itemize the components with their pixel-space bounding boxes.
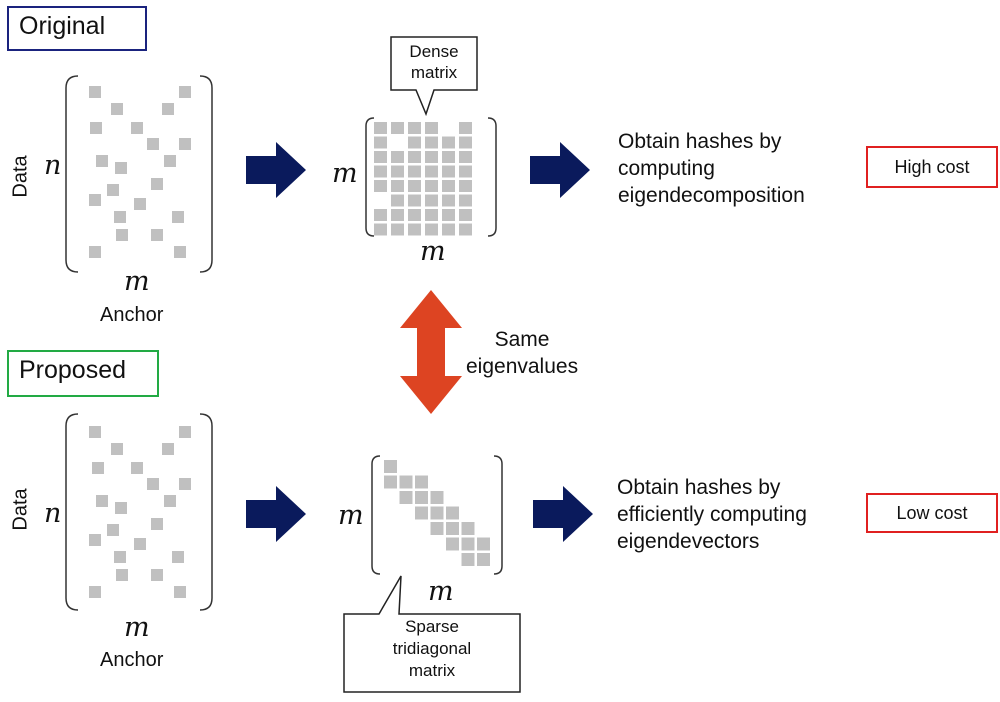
dense-matrix-cell [374, 122, 387, 134]
n-variable-proposed: n [44, 498, 62, 529]
tridiagonal-matrix-cell [430, 506, 444, 520]
data-axis-label-proposed: Data [9, 488, 32, 531]
same-eigenvalues-label: Same eigenvalues [466, 328, 579, 378]
dense-matrix-cell [425, 180, 438, 192]
matrix-cells [384, 460, 490, 566]
dense-matrix-cell [459, 136, 472, 149]
tridiagonal-matrix-cell [446, 522, 459, 535]
matrix-cells [89, 86, 191, 258]
n-variable-original: n [44, 150, 62, 181]
dense-callout-bubble [390, 36, 478, 117]
dense-matrix-cell [408, 180, 421, 192]
dense-matrix-cell [391, 194, 404, 207]
tridiagonal-matrix-cell [399, 475, 413, 489]
flow-arrow-original-1 [246, 142, 306, 198]
dense-matrix-cell [425, 136, 438, 149]
dense-matrix-cell [391, 223, 404, 236]
m-col-variable-dense: m [420, 236, 446, 267]
original-result-text: Obtain hashes by computing eigendecompos… [618, 130, 805, 207]
dense-matrix-cell [408, 136, 421, 149]
m-variable-original: m [124, 266, 150, 297]
dense-matrix-cell [442, 209, 455, 221]
tridiagonal-matrix-cell [430, 522, 444, 535]
tridiagonal-matrix-cell [461, 553, 475, 566]
dense-matrix-cell [391, 151, 404, 163]
dense-matrix-cell [442, 151, 455, 163]
double-arrow [400, 290, 462, 414]
sparse-tridiagonal-matrix [371, 455, 503, 575]
tridiagonal-matrix-cell [399, 491, 413, 504]
dense-matrix-cell [374, 180, 387, 192]
dense-matrix-cell [408, 194, 421, 207]
flow-arrow-proposed-2 [533, 486, 593, 542]
dense-matrix-cell [459, 194, 472, 207]
dense-matrix-cell [374, 223, 387, 236]
dense-matrix-cell [374, 209, 387, 221]
tridiagonal-matrix-cell [461, 537, 475, 551]
tridiagonal-matrix-cell [477, 537, 490, 551]
dense-matrix-cell [442, 165, 455, 178]
dense-matrix-cell [442, 180, 455, 192]
dense-matrix-cell [425, 194, 438, 207]
low-cost-badge: Low cost [866, 493, 998, 533]
dense-matrix-cell [459, 165, 472, 178]
dense-matrix-cell [391, 180, 404, 192]
dense-matrix-cell [408, 165, 421, 178]
dense-matrix-cell [374, 151, 387, 163]
tridiagonal-matrix-cell [430, 491, 444, 504]
dense-callout-text: Dense matrix [409, 42, 459, 83]
tridiagonal-matrix-cell [477, 553, 490, 566]
data-axis-label-original: Data [9, 155, 32, 198]
m-variable-proposed: m [124, 612, 150, 643]
dense-matrix-cell [459, 223, 472, 236]
anchor-label-proposed: Anchor [100, 649, 164, 671]
dense-matrix-cell [442, 223, 455, 236]
anchor-label-original: Anchor [100, 304, 164, 326]
dense-matrix-cell [425, 209, 438, 221]
dense-matrix-cell [459, 209, 472, 221]
dense-matrix-cell [374, 136, 387, 149]
dense-matrix-cell [391, 122, 404, 134]
flow-arrow-original-2 [530, 142, 590, 198]
tridiagonal-matrix-cell [415, 475, 428, 489]
dense-matrix-cell [459, 180, 472, 192]
dense-matrix-cell [442, 136, 455, 149]
dense-matrix-cell [425, 151, 438, 163]
m-col-variable-sparse: m [428, 576, 454, 607]
tridiagonal-matrix-cell [461, 522, 475, 535]
proposed-label: Proposed [7, 350, 159, 397]
original-label: Original [7, 6, 147, 51]
dense-matrix-cell [391, 209, 404, 221]
dense-matrix-cell [425, 223, 438, 236]
sparse-callout-text: Sparse tridiagonal matrix [392, 617, 472, 681]
sparse-anchor-matrix-original [65, 75, 213, 273]
tridiagonal-matrix-cell [446, 537, 459, 551]
matrix-cells [374, 122, 472, 236]
tridiagonal-matrix-cell [415, 506, 428, 520]
high-cost-badge: High cost [866, 146, 998, 188]
dense-matrix-cell [425, 165, 438, 178]
sparse-anchor-matrix-proposed [65, 413, 213, 611]
tridiagonal-matrix-cell [446, 506, 459, 520]
tridiagonal-matrix-cell [415, 491, 428, 504]
tridiagonal-matrix-cell [384, 460, 397, 473]
dense-matrix-cell [374, 165, 387, 178]
proposed-result-text: Obtain hashes by efficiently computing e… [617, 476, 807, 553]
dense-matrix-cell [425, 122, 438, 134]
tridiagonal-matrix-cell [384, 475, 397, 489]
dense-matrix-cell [459, 122, 472, 134]
dense-matrix-cell [391, 165, 404, 178]
m-row-variable-sparse: m [338, 500, 364, 531]
dense-matrix-cell [442, 194, 455, 207]
dense-matrix-cell [408, 122, 421, 134]
dense-matrix-cell [408, 151, 421, 163]
dense-matrix-cell [408, 223, 421, 236]
m-row-variable-dense: m [332, 158, 358, 189]
flow-arrow-proposed-1 [246, 486, 306, 542]
dense-matrix [365, 117, 497, 237]
sparse-callout-bubble [343, 575, 521, 693]
matrix-cells [89, 426, 191, 598]
dense-matrix-cell [408, 209, 421, 221]
dense-matrix-cell [459, 151, 472, 163]
